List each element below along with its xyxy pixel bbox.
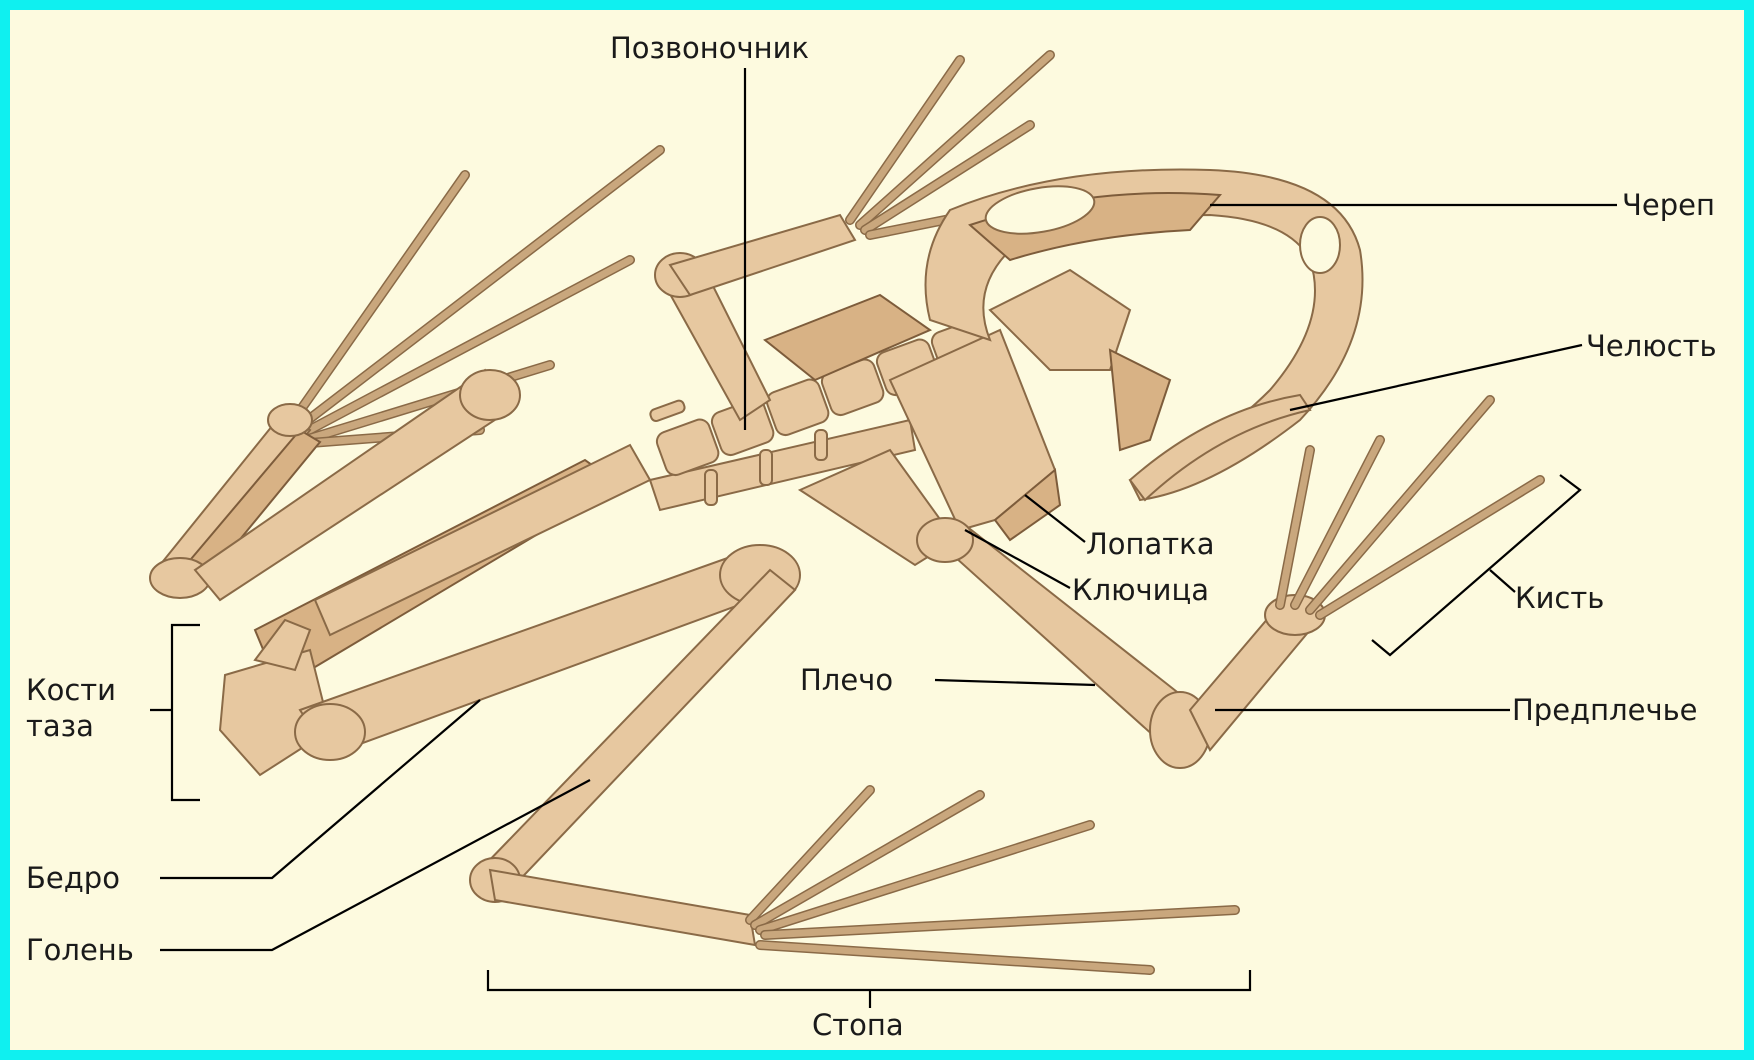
label-shin: Голень xyxy=(26,932,134,968)
hand-fingers xyxy=(1280,400,1540,615)
shoulder-leader xyxy=(935,680,1095,685)
label-shoulder: Плечо xyxy=(800,662,893,698)
pelvis-bracket xyxy=(172,625,200,800)
label-pelvis-line1: Кости xyxy=(26,672,116,708)
label-pelvis-line2: таза xyxy=(26,708,94,744)
foot-toes xyxy=(750,790,1235,970)
label-hand: Кисть xyxy=(1515,580,1604,616)
left-forearm xyxy=(670,215,855,295)
foot-tarsus xyxy=(490,870,755,945)
label-forearm: Предплечье xyxy=(1512,692,1698,728)
label-femur: Бедро xyxy=(26,860,120,896)
frog-skeleton xyxy=(150,55,1540,970)
label-clavicle: Ключица xyxy=(1072,572,1209,608)
diagram-frame: Позвоночник Череп Челюсть Лопатка Ключиц… xyxy=(10,10,1744,1050)
label-skull: Череп xyxy=(1622,187,1715,223)
label-foot: Стопа xyxy=(812,1007,904,1043)
label-spine: Позвоночник xyxy=(610,30,809,66)
label-scapula: Лопатка xyxy=(1086,526,1214,562)
hand-leader xyxy=(1490,570,1515,592)
label-jaw: Челюсть xyxy=(1586,328,1717,364)
frog-skeleton-illustration xyxy=(10,10,1744,1050)
